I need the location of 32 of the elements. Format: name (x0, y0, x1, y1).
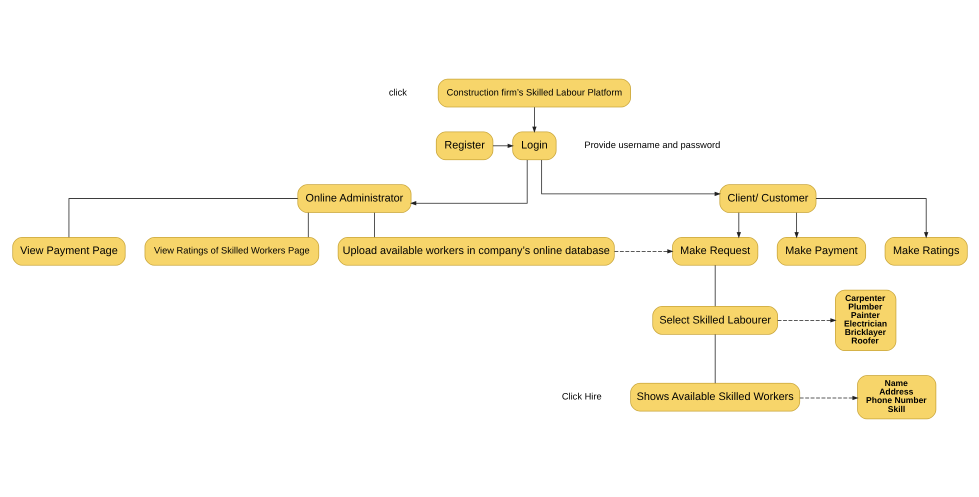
arrow (532, 106, 536, 132)
node-box: Make Payment (776, 236, 866, 266)
arrow (815, 198, 928, 238)
node-box: Name Address Phone Number Skill (856, 374, 936, 419)
connector (307, 212, 308, 238)
connector (68, 198, 298, 238)
arrow (736, 212, 740, 238)
node-box: Client/ Customer (718, 184, 816, 212)
node-box: Make Ratings (884, 236, 968, 266)
node-box: Shows Available Skilled Workers (630, 382, 800, 412)
node-box: Select Skilled Labourer (652, 306, 778, 334)
node-box: View Payment Page (12, 236, 126, 266)
node-box: View Ratings of Skilled Workers Page (144, 236, 319, 266)
label: Click Hire (561, 391, 602, 402)
label: Provide username and password (584, 140, 720, 150)
node-box: Login (512, 130, 556, 160)
node-box: Carpenter Plumber Painter Electrician Bricklayer Roofer (834, 289, 896, 351)
arrow (798, 395, 858, 400)
arrow (794, 212, 798, 238)
node-box: Construction firm’s Skilled Labour Platform (437, 78, 630, 107)
connector (714, 264, 716, 306)
arrow (614, 248, 674, 253)
label: click (388, 86, 406, 97)
arrow (540, 159, 720, 196)
arrow (410, 159, 528, 205)
arrow (776, 318, 836, 322)
node-box: Register (435, 130, 493, 160)
connector (714, 334, 716, 384)
node-box: Upload available workers in company’s online database (337, 236, 614, 266)
arrow (492, 143, 514, 148)
node-box: Online Administrator (296, 184, 411, 212)
node-box: Make Request (672, 236, 758, 266)
